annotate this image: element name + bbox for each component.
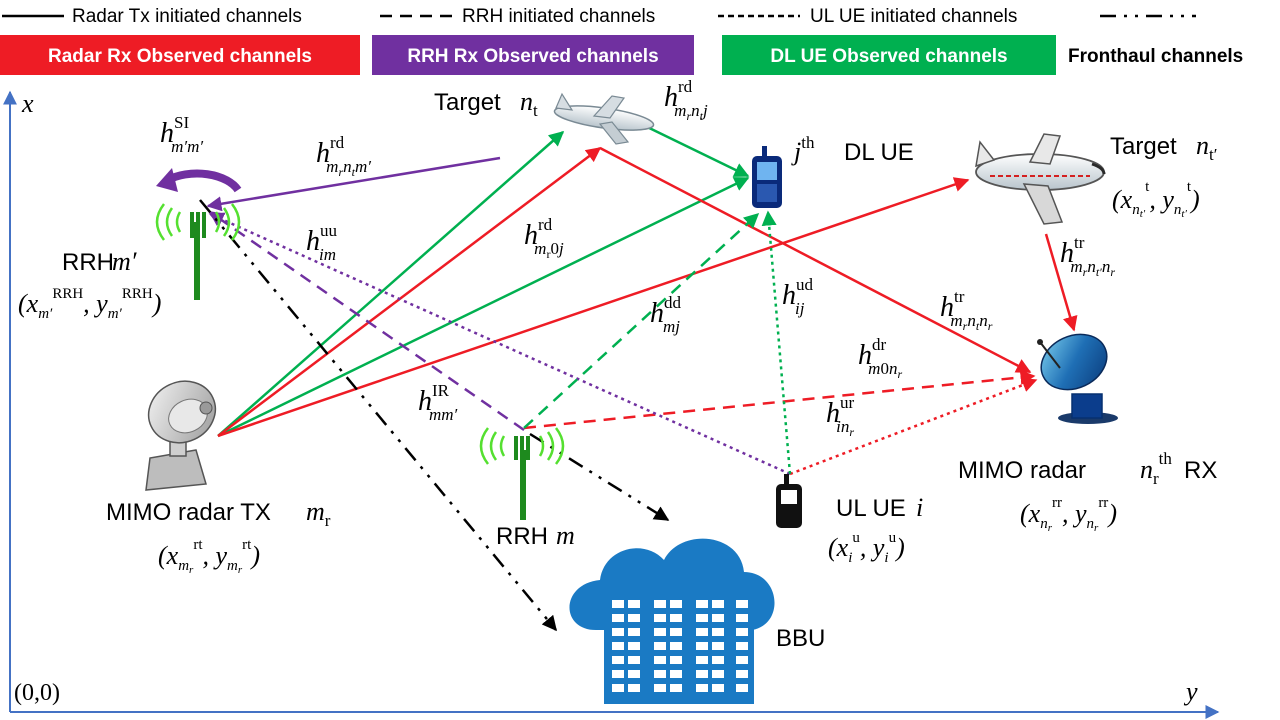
radar-tx-coords: (xmrrt, ymrrt) (158, 537, 260, 576)
channel-rrh-to-dlue (523, 212, 760, 429)
legend-rrh-label: RRH initiated channels (462, 6, 655, 27)
rrh-mp-tower-icon (155, 203, 241, 300)
node-labels: Target nt jth DL UE Target nt′ (xnt′t, y… (18, 87, 1217, 652)
rrh-m-tower-icon (479, 427, 565, 520)
radar-rx-suffix: RX (1184, 457, 1217, 484)
axes: x y (0,0) (2, 89, 1220, 719)
ul-ue-label: UL UE (836, 495, 906, 522)
dl-ue-phone-icon (752, 146, 782, 208)
channel-radar-to-dlue-green (217, 176, 750, 438)
self-interference-arrow (156, 168, 242, 193)
target-nt-plane-icon (553, 92, 655, 145)
rrh-m-label: RRH (496, 523, 548, 550)
ul-ue-phone-icon (776, 474, 802, 528)
target-ntp-symbol: nt′ (1196, 131, 1217, 164)
radar-tx-dish-icon (145, 380, 217, 491)
legend-purple-box (372, 35, 694, 75)
radar-tx-symbol: mr (306, 497, 331, 530)
channel-radar-to-target-green (217, 131, 565, 437)
channel-target-nt-to-radar-rx (599, 146, 1032, 374)
target-ntp-plane-icon (975, 133, 1106, 225)
radar-rx-dish-icon (1037, 333, 1118, 424)
channel-rrh-to-radar-rx (523, 369, 1036, 430)
fronthaul-rrh-mp-to-bbu (199, 199, 557, 632)
legend-ul-ue-label: UL UE initiated channels (810, 6, 1017, 27)
channel-target-to-rrh-mp (206, 156, 501, 212)
ul-ue-symbol: i (916, 493, 923, 522)
dl-ue-label: DL UE (844, 139, 914, 166)
target-ntp-coords: (xnt′t, ynt′t) (1112, 179, 1200, 220)
rrh-mp-coords: (xm′RRH, ym′RRH) (18, 286, 161, 322)
channel-ulue-to-radar-rx (789, 377, 1038, 476)
legend-radar-tx-label: Radar Tx initiated channels (72, 6, 302, 27)
origin-label: (0,0) (14, 680, 60, 706)
ul-ue-coords: (xiu, yiu) (828, 530, 905, 566)
radar-tx-label: MIMO radar TX (106, 499, 271, 526)
legend-fronthaul-label: Fronthaul channels (1068, 46, 1243, 67)
legend-dl-ue-label: DL UE Observed channels (770, 46, 1007, 67)
radar-rx-coords: (xnrrr, ynrrr) (1020, 495, 1117, 534)
radar-rx-label: MIMO radar (958, 457, 1086, 484)
channel-rrh-m-to-rrh-mp (208, 210, 525, 432)
bbu-label: BBU (776, 625, 825, 652)
y-axis-label: y (1183, 677, 1198, 706)
x-axis-label: x (21, 89, 34, 118)
target-nt-symbol: nt (520, 87, 538, 120)
legend-radar-rx-label: Radar Rx Observed channels (48, 46, 312, 67)
legend-rrh-rx-label: RRH Rx Observed channels (407, 46, 658, 67)
rrh-m-symbol: m (556, 521, 575, 550)
rrh-mp-symbol: m′ (112, 247, 137, 276)
channel-radar-to-target-nt (217, 147, 602, 437)
bbu-cloud-icon (569, 538, 775, 704)
channel-lines (199, 104, 1078, 632)
radar-rx-symbol: nrth (1140, 449, 1172, 488)
legend-green-box (722, 35, 1056, 75)
channel-radar-to-target-ntp (217, 177, 970, 438)
channel-helper (218, 120, 545, 436)
legend: Radar Tx initiated channels RRH initiate… (0, 6, 1243, 75)
target-nt-label: Target (434, 89, 501, 116)
target-ntp-label: Target (1110, 133, 1177, 160)
channel-target-ntp-to-radar-rx (1044, 233, 1078, 332)
channel-ulue-to-dlue (761, 210, 792, 475)
fronthaul-rrh-m-to-bbu (529, 432, 670, 522)
rrh-mp-label: RRH (62, 249, 114, 276)
channel-ulue-to-rrh-mp (208, 212, 791, 476)
legend-red-box (0, 35, 360, 75)
dl-ue-index: jth (791, 133, 815, 166)
